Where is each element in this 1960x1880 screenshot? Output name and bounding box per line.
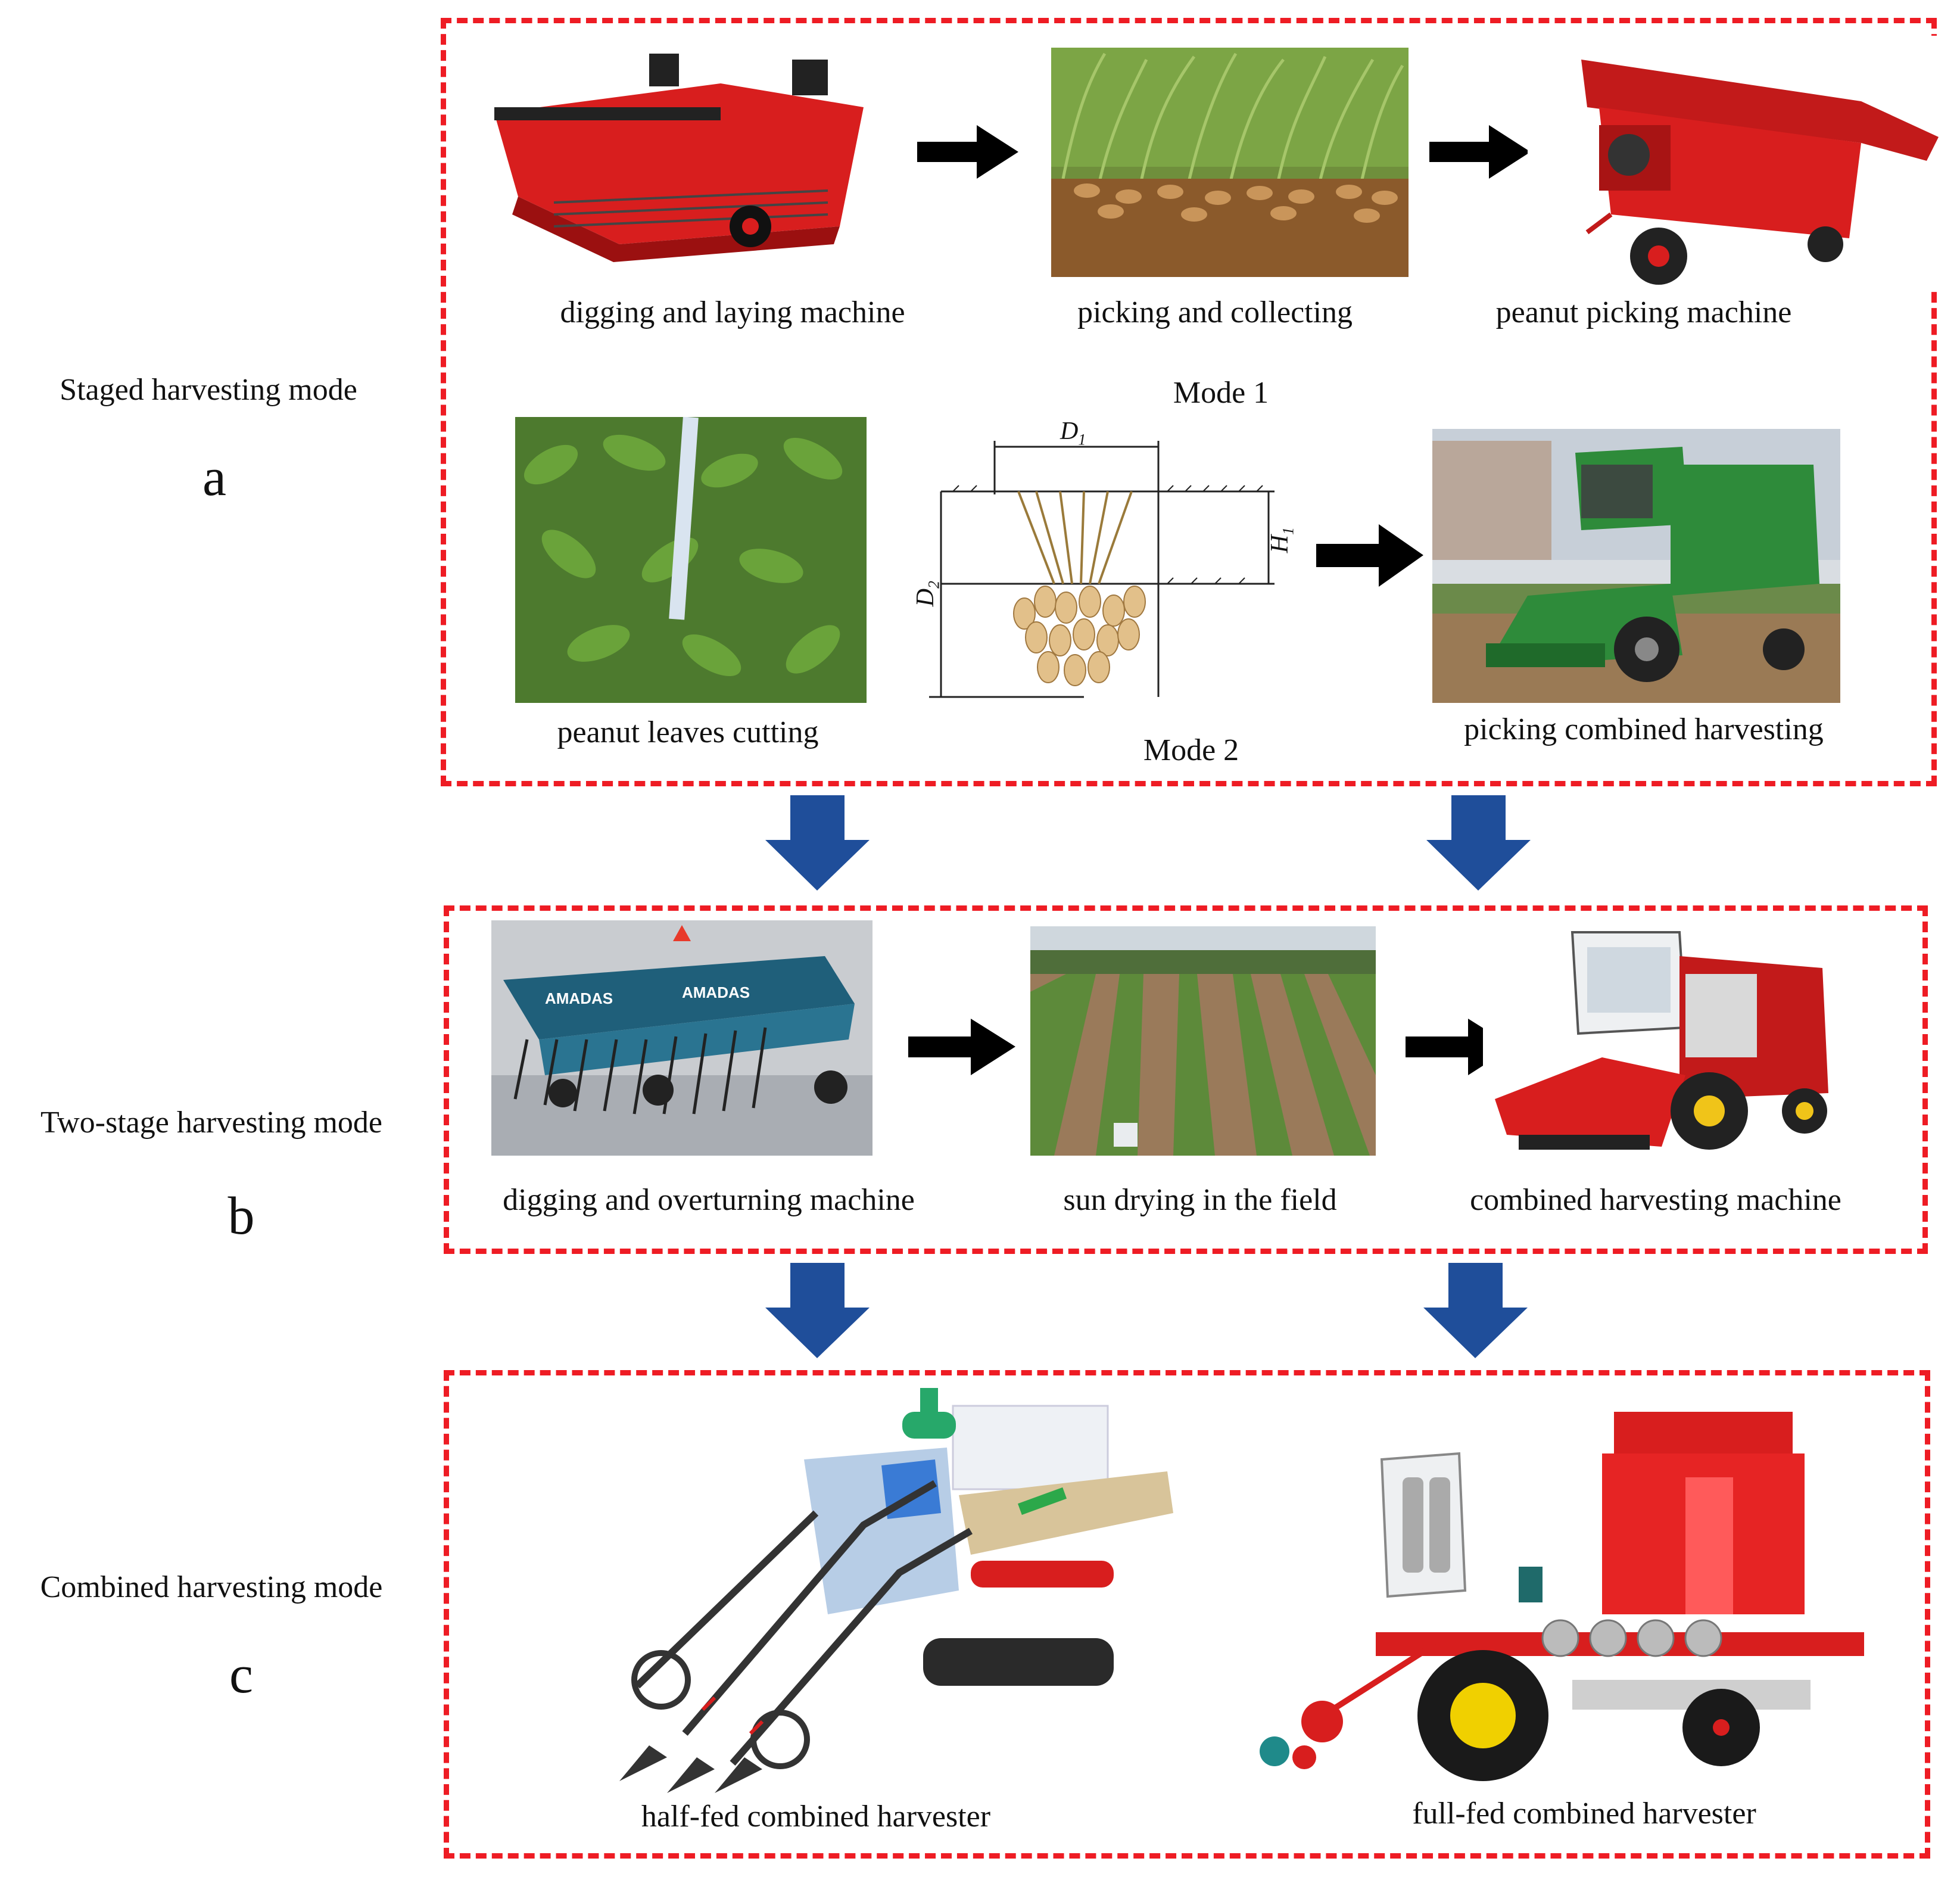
arrow-down-icon — [1423, 1263, 1528, 1358]
arrow-down-icon — [1426, 795, 1531, 891]
digging-laying-machine-image — [482, 48, 887, 277]
picking-combined-caption: picking combined harvesting — [1464, 712, 1824, 746]
panel-letter-c: c — [229, 1645, 253, 1704]
arrow-right-icon — [1429, 125, 1531, 179]
half-fed-harvester-image — [602, 1376, 1197, 1793]
staged-mode-label: Staged harvesting mode — [60, 373, 357, 407]
h1-subscript: 1 — [1279, 527, 1297, 536]
panel-b-box — [444, 905, 1928, 1254]
peanut-root-diagram: D1 D2 H1 — [912, 411, 1298, 709]
h1-label: H — [1266, 535, 1294, 553]
arrow-down-icon — [765, 795, 870, 891]
mode-2-label: Mode 2 — [1143, 733, 1239, 767]
digging-laying-caption: digging and laying machine — [560, 295, 905, 329]
full-fed-caption: full-fed combined harvester — [1412, 1797, 1756, 1831]
arrow-right-icon — [908, 1019, 1015, 1075]
sun-drying-field-image — [1030, 926, 1376, 1156]
full-fed-harvester-image — [1257, 1394, 1882, 1781]
arrow-right-icon — [917, 125, 1018, 179]
d2-label: D — [911, 589, 939, 607]
peanut-leaves-cutting-image — [515, 417, 867, 703]
leaves-cutting-caption: peanut leaves cutting — [557, 715, 819, 749]
d2-subscript: 2 — [925, 581, 943, 589]
combined-machine-caption: combined harvesting machine — [1470, 1183, 1841, 1217]
picking-collecting-caption: picking and collecting — [1077, 295, 1353, 329]
panel-letter-b: b — [228, 1187, 255, 1246]
half-fed-caption: half-fed combined harvester — [641, 1800, 991, 1834]
peanut-picking-caption: peanut picking machine — [1495, 295, 1792, 329]
combined-harvesting-machine-image — [1483, 920, 1846, 1162]
mode-1-label: Mode 1 — [1173, 376, 1269, 410]
arrow-down-icon — [765, 1263, 870, 1358]
arrow-right-icon — [1316, 524, 1423, 587]
panel-a-box — [441, 18, 1937, 786]
panel-letter-a: a — [202, 448, 226, 507]
two-stage-mode-label: Two-stage harvesting mode — [40, 1106, 382, 1140]
picking-combined-harvesting-image — [1432, 429, 1840, 703]
digging-overturning-caption: digging and overturning machine — [503, 1183, 915, 1217]
sun-drying-caption: sun drying in the field — [1063, 1183, 1337, 1217]
combined-mode-label: Combined harvesting mode — [40, 1570, 383, 1604]
d1-subscript: 1 — [1078, 431, 1086, 449]
peanut-picking-machine-image — [1528, 36, 1939, 292]
amadas-brand-text: AMADAS — [682, 983, 750, 1001]
panel-c-box — [444, 1370, 1930, 1859]
d1-label: D — [1060, 418, 1079, 445]
digging-overturning-machine-image: AMADAS AMADAS — [491, 920, 873, 1156]
picking-collecting-image — [1051, 48, 1409, 277]
amadas-brand-text: AMADAS — [545, 989, 613, 1007]
